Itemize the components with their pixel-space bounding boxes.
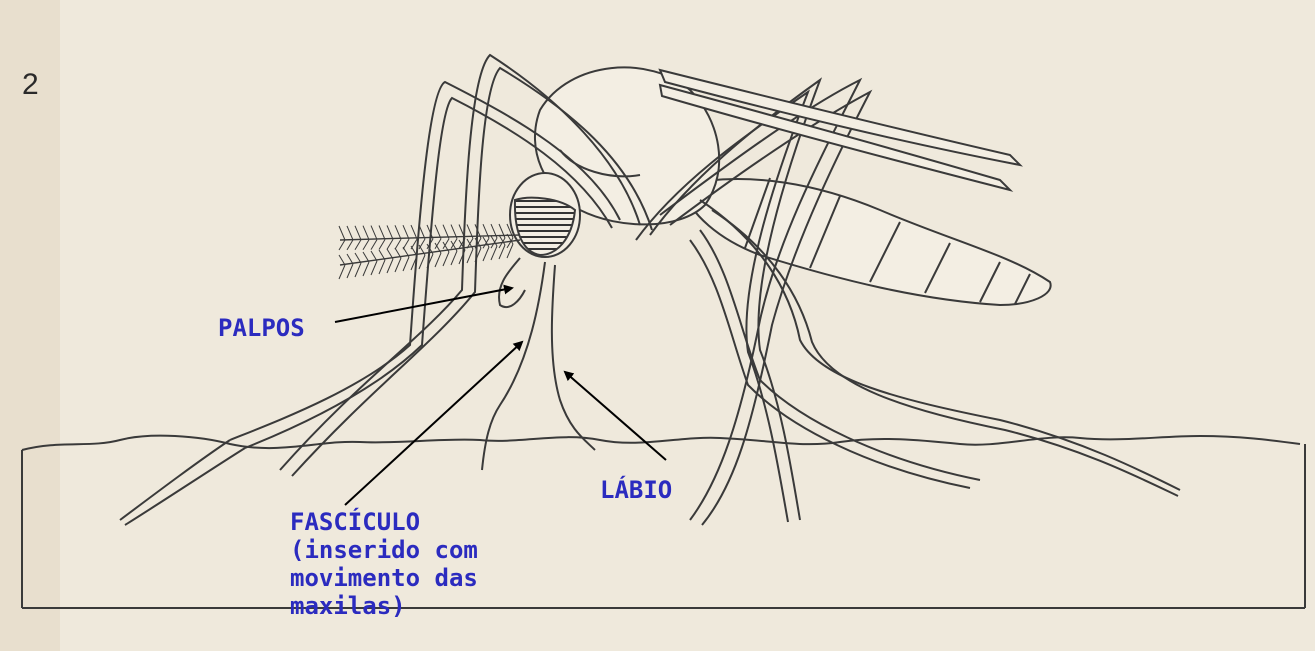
antenna-bristle: [410, 224, 418, 240]
antenna-bristle: [482, 246, 490, 262]
antenna-bristle: [418, 238, 426, 250]
antenna-bristle: [418, 244, 426, 256]
paper-shading: [0, 0, 60, 651]
antenna-bristle: [506, 237, 514, 249]
antenna-bristle: [498, 237, 506, 249]
labio-arrow: [563, 370, 667, 461]
label-palpos: PALPOS: [218, 314, 305, 342]
antenna-bristle: [434, 252, 442, 268]
mosquito-body: [339, 66, 1052, 307]
antenna-bristle: [498, 244, 506, 260]
antenna-bristle: [498, 223, 506, 239]
palpos-arrow: [334, 284, 514, 323]
antenna-bristle: [394, 257, 402, 273]
fasciculo-note-line-1: (inserido com: [290, 536, 478, 564]
antenna-bristle: [402, 238, 410, 250]
antenna-bristle: [482, 224, 490, 239]
antenna-bristle: [506, 223, 514, 239]
antenna-bristle: [466, 224, 474, 239]
mosquito-legs: [119, 53, 1181, 526]
mouthparts: [481, 257, 596, 471]
antenna-bristle: [370, 225, 378, 240]
antenna-bristles: [338, 223, 514, 280]
antenna-bristle: [386, 248, 394, 260]
skin-surface: [21, 434, 1306, 609]
antenna-bristle: [402, 246, 410, 258]
antenna-bristle: [354, 262, 362, 278]
antenna-bristle: [442, 251, 450, 267]
antenna-bristle: [338, 264, 346, 280]
antenna-bristle: [354, 239, 362, 251]
figure-number: 2: [22, 68, 39, 101]
antenna-bristle: [498, 234, 506, 246]
antenna-bristle: [338, 254, 346, 266]
antenna-bristle: [362, 225, 370, 240]
antenna-bristle: [338, 225, 346, 241]
antenna-bristle: [434, 242, 442, 254]
antenna-bristle: [482, 236, 490, 248]
fasciculo-arrow: [344, 340, 524, 506]
antenna-bristle: [418, 254, 426, 270]
antenna-bristle: [442, 238, 450, 249]
antenna-bristle: [394, 225, 402, 240]
antenna-bristle: [434, 224, 442, 239]
antenna-bristle: [490, 235, 498, 247]
antenna-bristle: [466, 238, 474, 250]
antenna-bristle: [450, 240, 458, 252]
antenna-bristle: [442, 224, 450, 239]
antenna-bristle: [386, 239, 394, 250]
antenna-bristle: [434, 238, 442, 250]
antenna-bristle: [386, 225, 394, 240]
antenna-bristle: [394, 239, 402, 250]
antenna-bristle: [394, 247, 402, 259]
antenna-bristle: [386, 258, 394, 274]
label-labio: LÁBIO: [600, 476, 673, 504]
fasciculo-note-line-3: maxilas): [290, 592, 406, 620]
antenna-bristle: [450, 238, 458, 249]
antenna-bristle: [378, 239, 386, 250]
antenna-bristle: [362, 239, 370, 250]
antenna-bristle: [362, 251, 370, 263]
antenna-bristle: [346, 253, 354, 265]
antenna-bristle: [378, 225, 386, 240]
antenna-bristle: [402, 225, 410, 240]
antenna-bristle: [442, 241, 450, 253]
fasciculo-note-line-2: movimento das: [290, 564, 478, 592]
antenna-bristle: [490, 223, 498, 239]
pointer-arrows: [334, 284, 667, 506]
antenna-bristle: [450, 250, 458, 266]
antenna-bristle: [402, 256, 410, 272]
antenna-bristle: [338, 239, 346, 251]
antenna-bristle: [506, 243, 514, 259]
antenna-bristle: [378, 249, 386, 261]
antenna-bristle: [490, 237, 498, 249]
antenna-bristle: [466, 248, 474, 264]
fasciculo-title: FASCÍCULO: [290, 508, 421, 536]
antenna-bristle: [346, 263, 354, 279]
antenna-bristle: [378, 259, 386, 275]
antenna-bristle: [346, 225, 354, 241]
antenna-bristle: [506, 233, 514, 245]
antenna-bristle: [370, 260, 378, 276]
antenna-bristle: [354, 252, 362, 264]
antenna-bristle: [354, 225, 362, 240]
antenna-bristle: [482, 237, 490, 249]
antenna-bristle: [450, 224, 458, 239]
antenna-bristle: [370, 250, 378, 262]
antenna-bristle: [362, 261, 370, 277]
antenna-bristle: [370, 239, 378, 250]
label-fasciculo: FASCÍCULO (inserido com movimento das ma…: [290, 508, 478, 620]
antenna-bristle: [490, 245, 498, 261]
antenna-bristle: [346, 239, 354, 251]
